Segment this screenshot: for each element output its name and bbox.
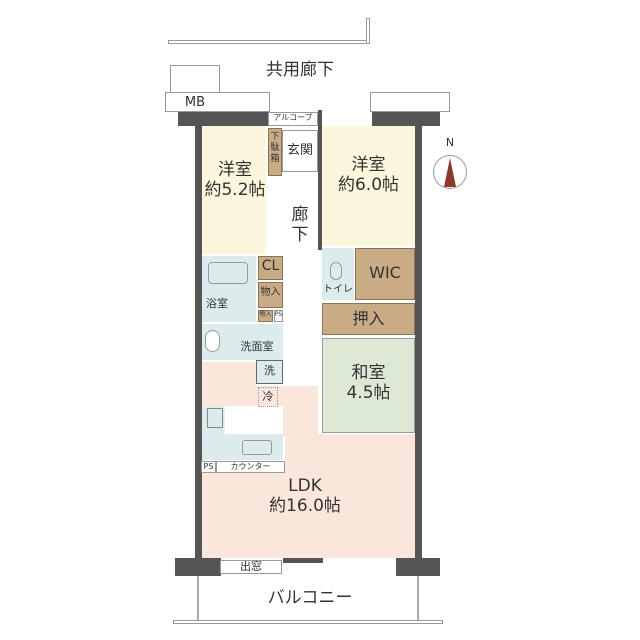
ps-small [274, 310, 283, 322]
toilet-label: トイレ [323, 284, 353, 295]
wall [396, 558, 440, 576]
western-room-5-2-label: 洋室 約5.2帖 [204, 160, 266, 201]
wall [178, 112, 268, 126]
sink-icon [205, 330, 220, 352]
balcony-railing [197, 576, 199, 620]
washroom-label: 洗面室 [240, 340, 274, 353]
washer-label: 洗 [264, 364, 275, 377]
western-room-6-0 [322, 126, 415, 246]
mb-box [165, 92, 270, 112]
mb-door [170, 65, 220, 93]
ldk [283, 406, 318, 436]
corridor-railing [168, 40, 368, 44]
shoe-box [268, 128, 282, 176]
fridge-label: 冷 [262, 390, 274, 403]
bathtub-icon [208, 262, 248, 284]
wall [283, 558, 323, 563]
corridor-railing-post [366, 18, 370, 44]
bathroom-label: 浴室 [206, 297, 228, 310]
ldk-label: LDK 約16.0帖 [269, 476, 341, 517]
storage-1-label: 物入 [260, 287, 281, 298]
compass-icon [433, 155, 467, 189]
wall [195, 112, 202, 572]
counter-label: カウンター [230, 462, 271, 471]
hallway-label: 廊下 [291, 205, 309, 246]
window-frame [370, 92, 450, 112]
counter [216, 461, 285, 473]
alcove [268, 112, 318, 126]
washitsu-label: 和室 4.5帖 [346, 363, 391, 404]
balcony-label: バルコニー [267, 588, 353, 608]
shoe-box-label: 下駄箱 [270, 132, 280, 164]
washer-space [256, 360, 283, 384]
washitsu [322, 338, 415, 433]
ldk-upper [256, 386, 318, 406]
closet [258, 256, 283, 280]
ps-kitchen [201, 461, 216, 473]
storage-2 [258, 310, 273, 322]
wall [372, 112, 440, 126]
entrance [282, 130, 318, 172]
balcony-railing [173, 620, 443, 624]
ps-kitchen-label: PS [203, 462, 214, 471]
wic-label: WIC [369, 263, 401, 282]
mb-label: MB [184, 95, 206, 110]
ldk [202, 472, 415, 558]
oshiire-label: 押入 [352, 309, 385, 328]
bay-window-label: 出窓 [240, 560, 262, 573]
balcony-railing [417, 576, 419, 620]
ldk [285, 436, 415, 476]
entrance-label: 玄関 [286, 143, 313, 158]
north-arrow-icon [444, 158, 456, 187]
western-room-5-2 [202, 126, 266, 254]
storage-2-label: 物入 [259, 311, 272, 318]
alcove-label: アルコーブ [273, 113, 313, 122]
walk-in-closet [355, 248, 415, 300]
kitchen-sink-icon [242, 440, 272, 455]
common-corridor-label: 共用廊下 [266, 60, 334, 80]
bay-window [220, 560, 282, 574]
toilet-icon [330, 262, 342, 280]
fridge-space [258, 387, 278, 407]
ldk-upper [202, 362, 256, 406]
oshiire [322, 303, 415, 335]
western-room-6-0-label: 洋室 約6.0帖 [337, 155, 400, 196]
closet-label: CL [261, 258, 280, 274]
stove-icon [207, 408, 223, 428]
ps-small-label: PS [274, 311, 283, 318]
wall [415, 112, 422, 572]
wall [318, 110, 322, 250]
storage-1 [258, 282, 283, 308]
wall [175, 558, 221, 576]
north-label: N [445, 136, 455, 149]
